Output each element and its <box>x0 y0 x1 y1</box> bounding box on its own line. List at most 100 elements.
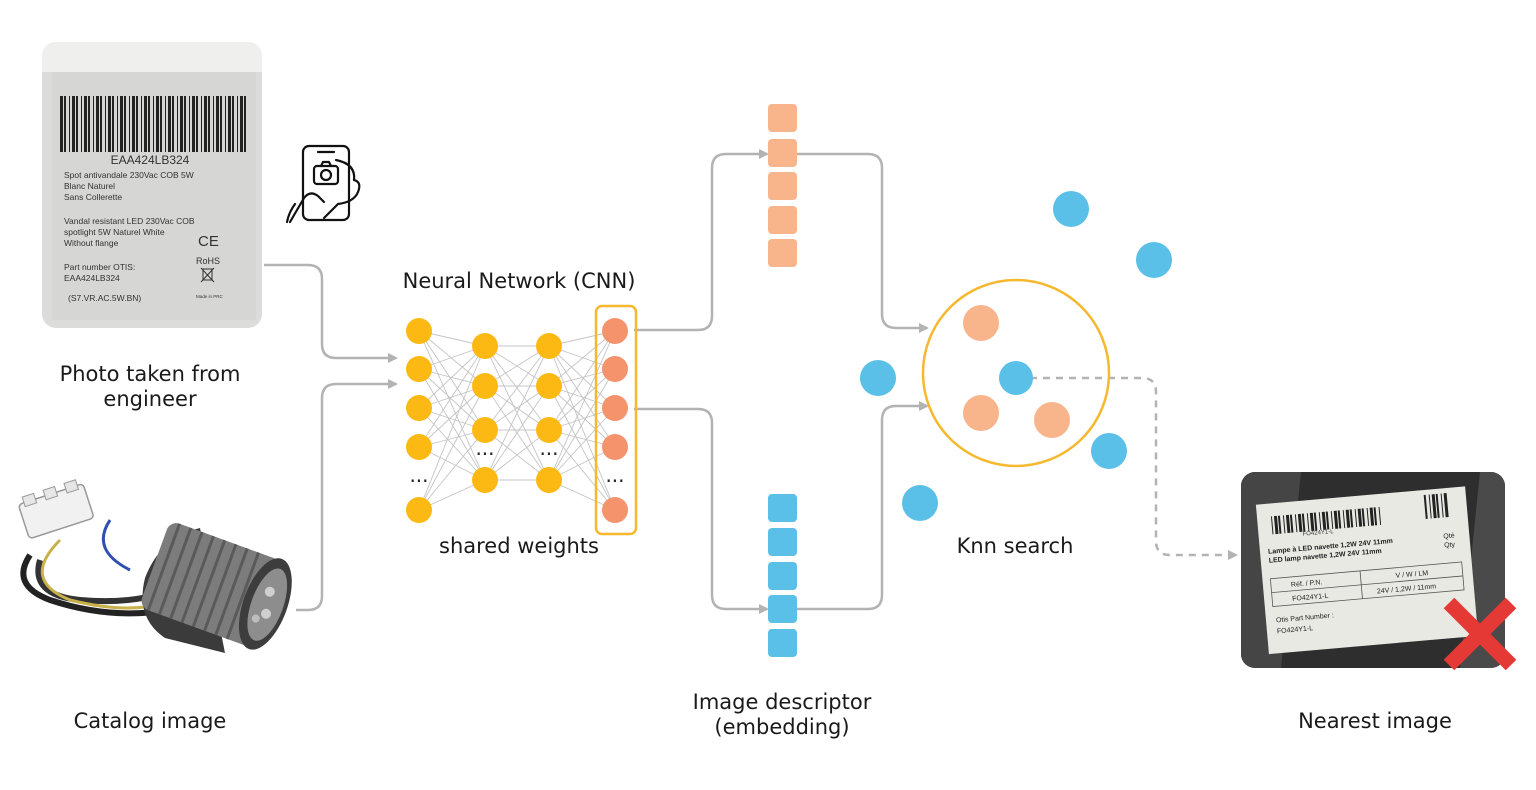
barcode-bar <box>1361 508 1366 527</box>
arrow-orange-embedding-to-knn <box>797 152 929 333</box>
nearest-qty: Qty <box>1444 541 1456 549</box>
barcode-bar <box>1289 514 1294 533</box>
catalog-label: Catalog image <box>73 709 227 733</box>
output-node <box>602 356 628 382</box>
photo-line-en1: Vandal resistant LED 230Vac COB <box>64 216 195 226</box>
barcode-bar <box>1318 512 1322 531</box>
barcode-bar <box>96 96 99 152</box>
barcode-bar <box>136 96 138 152</box>
network-node <box>406 356 432 382</box>
barcode-bar <box>1321 511 1327 530</box>
rohs-mark: RoHS <box>196 256 220 266</box>
barcode-bar <box>208 96 210 152</box>
barcode-bar <box>213 96 214 152</box>
connector-arrows <box>264 149 929 614</box>
arrow-catalog-to-cnn <box>296 379 398 612</box>
knn-point <box>1136 242 1172 278</box>
ellipsis-layer2: ... <box>475 436 494 460</box>
nearest-ref-value: FO424Y1-L <box>1292 593 1329 603</box>
descriptor-label: Image descriptor (embedding) <box>662 690 902 740</box>
network-edge <box>418 345 486 448</box>
network-edge <box>418 345 486 511</box>
barcode-bar <box>1270 516 1274 535</box>
barcode-bar <box>1273 515 1279 535</box>
barcode-bar <box>1373 507 1378 526</box>
network-edge <box>548 330 616 481</box>
barcode-bar <box>172 96 174 152</box>
network-edge <box>548 330 616 387</box>
barcode-bar <box>196 96 198 152</box>
network-nodes <box>406 318 628 523</box>
barcode-bar <box>84 96 87 152</box>
barcode-bar <box>153 96 154 152</box>
network-node <box>406 497 432 523</box>
network-node <box>406 434 432 460</box>
photo-label-line1: Photo taken from <box>59 362 241 386</box>
smartphone-camera-icon <box>285 144 361 224</box>
knn-point <box>1034 402 1070 438</box>
photo-line-en2: spotlight 5W Naturel White <box>64 227 165 237</box>
network-edge <box>418 368 486 431</box>
arrow-cnn-to-orange-embedding <box>634 149 769 332</box>
barcode-bar <box>156 96 159 152</box>
output-node <box>602 395 628 421</box>
photo-part-label: Part number OTIS: <box>64 262 135 272</box>
output-node <box>602 497 628 523</box>
knn-point <box>963 395 999 431</box>
knn-label: Knn search <box>956 534 1074 558</box>
weee-bin-icon <box>200 267 215 283</box>
network-node <box>472 373 498 399</box>
barcode-bar <box>240 96 243 152</box>
barcode-bar <box>237 96 238 152</box>
barcode-bar <box>1277 515 1282 534</box>
photo-label-line2: engineer <box>103 387 197 411</box>
knn-point <box>902 485 938 521</box>
network-edge <box>418 368 486 481</box>
output-node <box>602 318 628 344</box>
ce-mark: CE <box>198 233 219 250</box>
barcode-bar <box>177 96 178 152</box>
barcode-bar <box>129 96 130 152</box>
network-edge <box>484 429 550 481</box>
barcode-bar <box>105 96 106 152</box>
network-edge <box>548 368 616 431</box>
barcode <box>60 96 246 152</box>
nearest-ref-header: Réf. / P.N. <box>1291 579 1323 589</box>
barcode-bar <box>1443 493 1449 518</box>
nearest-label: Nearest image <box>1298 709 1452 733</box>
catalog-photo <box>18 479 292 653</box>
barcode-bar <box>69 96 70 152</box>
barcode-bar <box>1282 515 1286 534</box>
network-edge <box>418 345 486 409</box>
barcode-bar <box>220 96 222 152</box>
ellipsis-layer4: ... <box>605 463 624 487</box>
nearest-otis-value: FO424Y1-L <box>1277 625 1314 635</box>
barcode-bar <box>244 96 246 152</box>
barcode-bar <box>216 96 219 152</box>
barcode-bar <box>232 96 234 152</box>
red-x-icon <box>1443 597 1517 671</box>
barcode-bar <box>1285 514 1291 534</box>
network-edge <box>548 330 616 431</box>
barcode-bar <box>201 96 202 152</box>
barcode-bar <box>81 96 82 152</box>
network-edge <box>484 345 550 431</box>
barcode-bar <box>124 96 126 152</box>
barcode-bar <box>132 96 135 152</box>
network-edge <box>548 385 616 448</box>
network-node <box>536 373 562 399</box>
network-edge <box>418 429 486 511</box>
output-node <box>602 434 628 460</box>
arrow-photo-to-cnn <box>264 263 398 363</box>
barcode-bar <box>180 96 183 152</box>
knn-search <box>860 191 1172 521</box>
knn-point <box>999 361 1033 395</box>
barcode-bar <box>120 96 123 152</box>
barcode-bar <box>76 96 78 152</box>
network-edge <box>484 385 550 481</box>
barcode-bar <box>1431 494 1437 519</box>
network-edge <box>548 407 616 481</box>
barcode-bar <box>1378 506 1382 525</box>
barcode-bar <box>1369 507 1375 526</box>
network-edge <box>548 345 616 511</box>
